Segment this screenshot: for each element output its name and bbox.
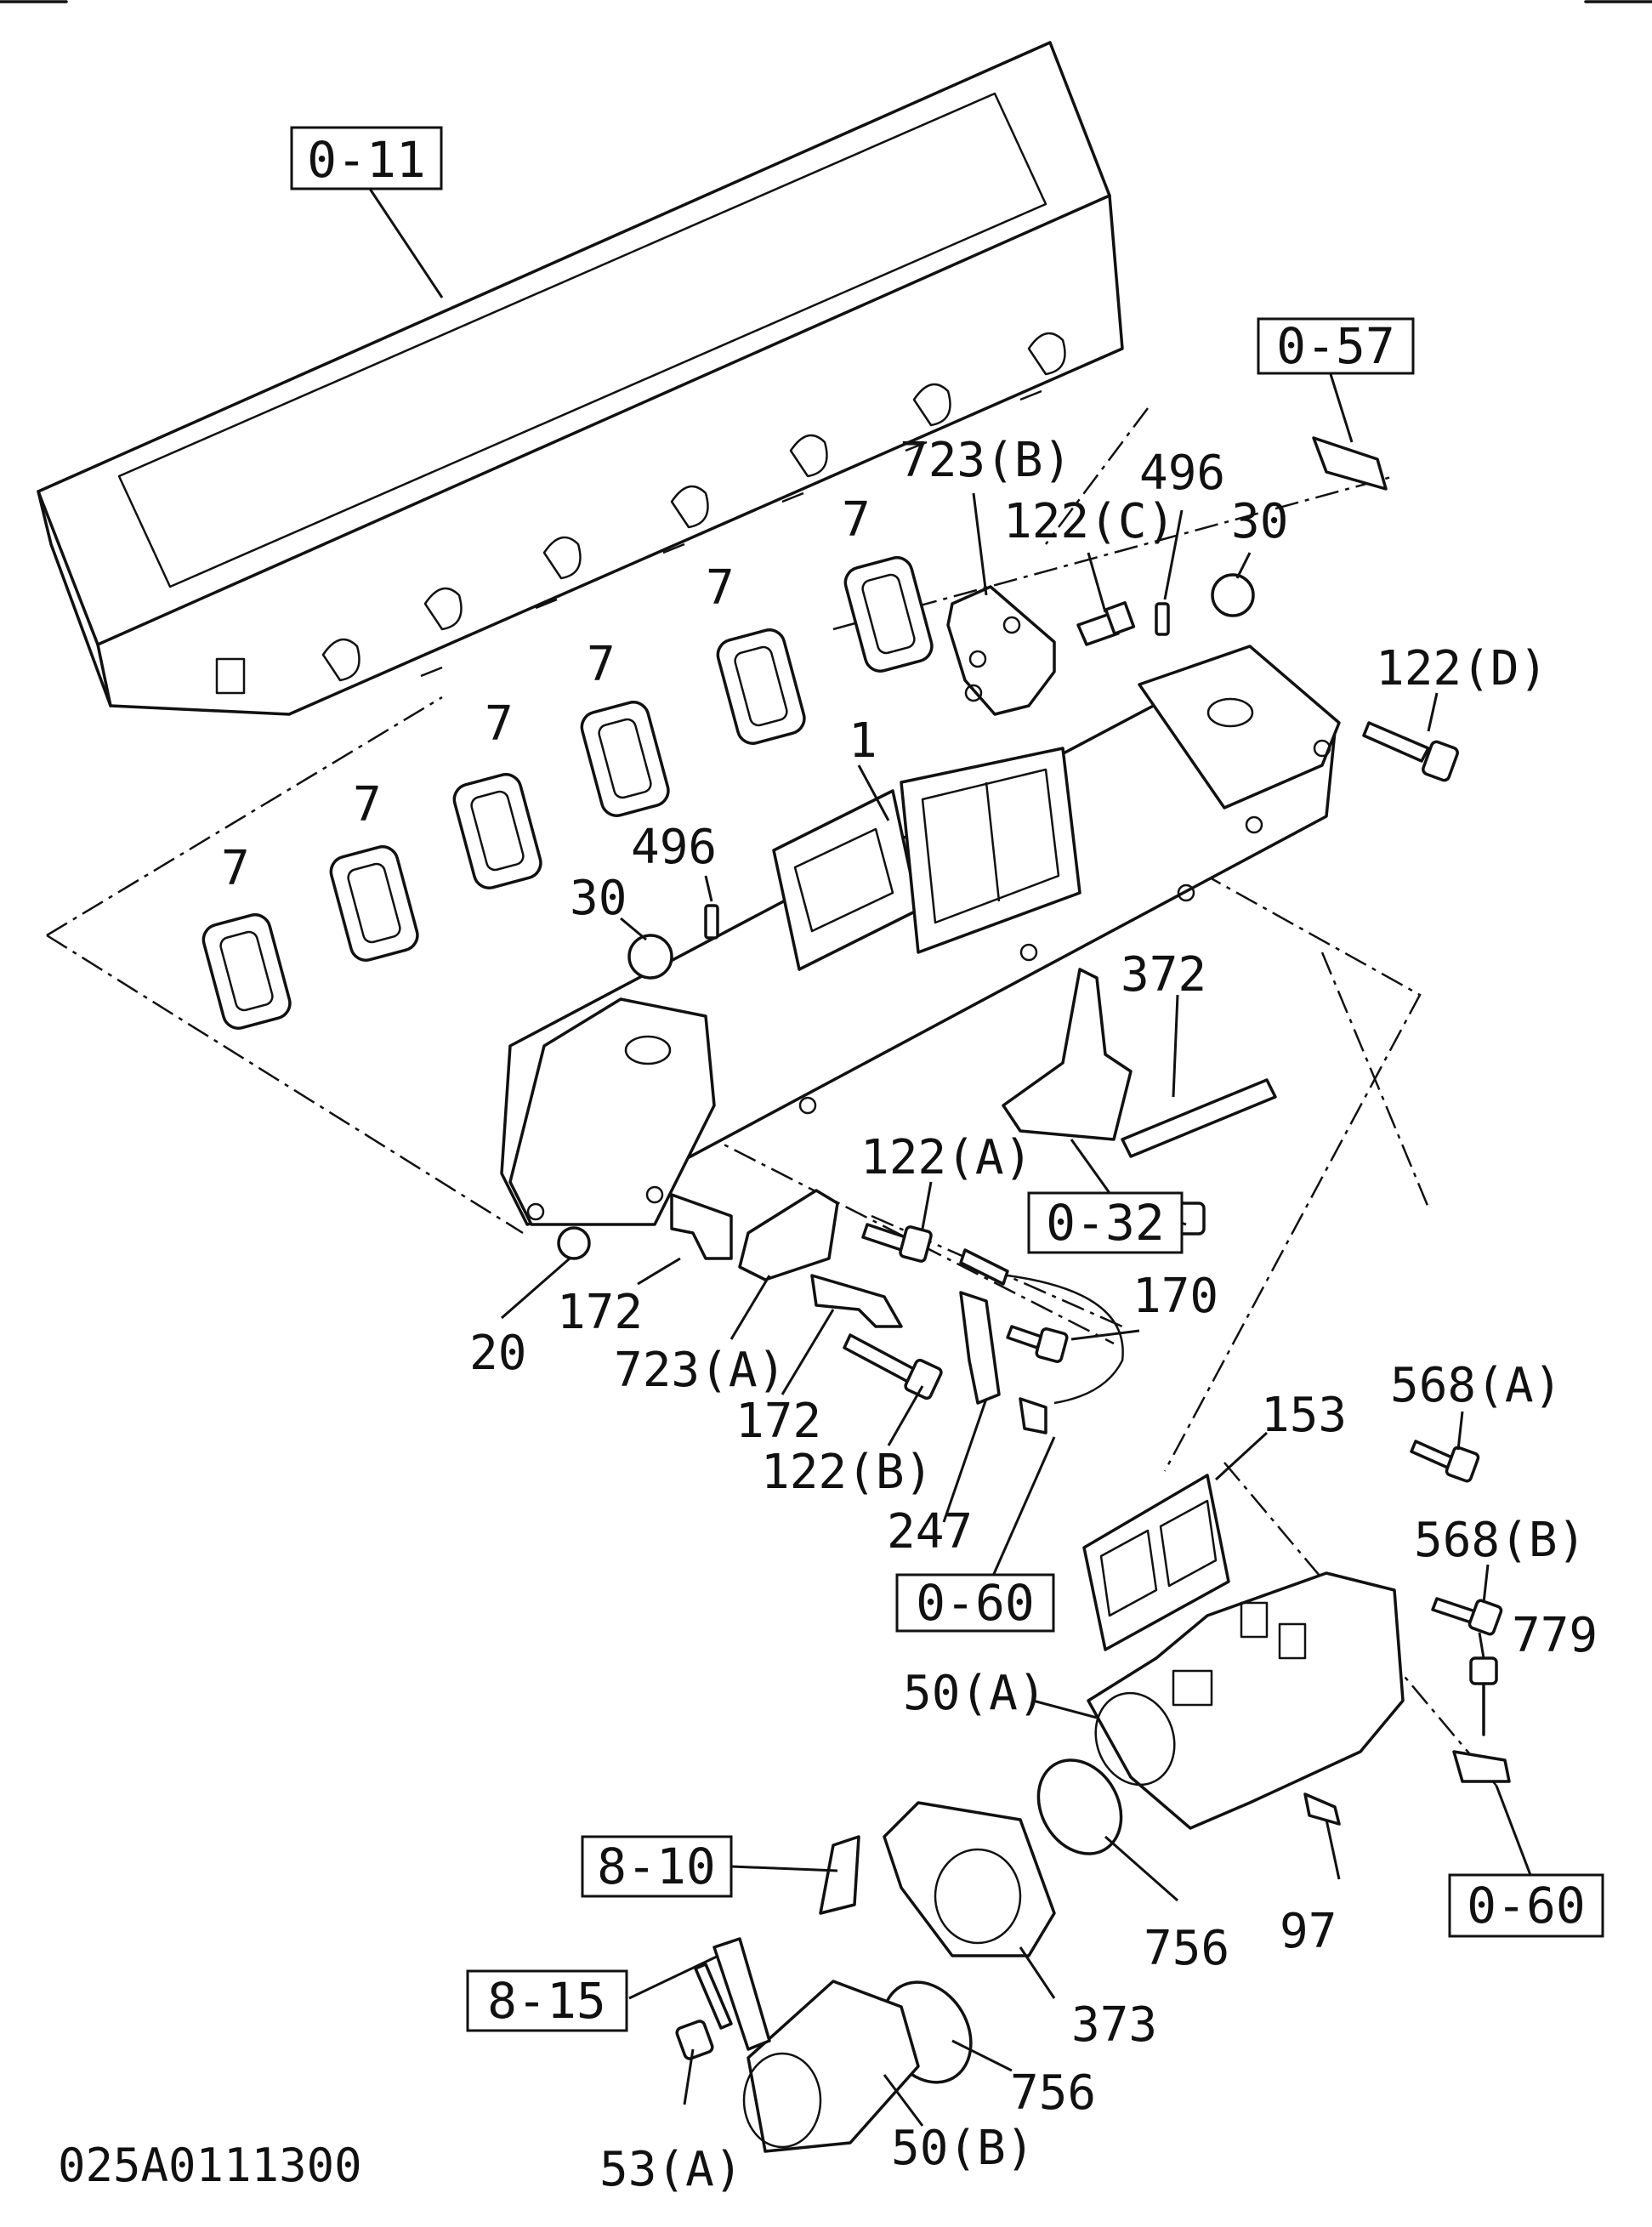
small-parts	[557, 436, 1388, 1260]
callout-568b: 568(B)	[1414, 1513, 1586, 1568]
bolt-568b	[1431, 1597, 1503, 1636]
callout-7-d: 7	[587, 637, 616, 692]
bracket-172-a	[670, 1193, 733, 1260]
callout-172-a: 172	[557, 1285, 643, 1340]
gasket-7-f	[843, 556, 934, 673]
cap-30-lower	[627, 934, 673, 980]
gasket-7-b	[329, 845, 419, 962]
callout-1: 1	[849, 713, 877, 769]
throttle-373	[883, 1801, 1056, 1957]
ref-box-0-60-upper[interactable]: 0-60	[895, 1573, 1055, 1633]
callout-7-f: 7	[842, 492, 871, 548]
cap-30-upper	[1211, 573, 1255, 617]
clip-8-10	[819, 1835, 860, 1915]
bolts	[675, 601, 1503, 2060]
callout-372: 372	[1121, 947, 1206, 1003]
pin-496-upper	[1155, 602, 1170, 636]
bolt-53a	[675, 1963, 733, 2060]
ref-label: 0-32	[1046, 1194, 1165, 1252]
throttle-assembly	[712, 1474, 1511, 2153]
clip-8-15	[712, 1937, 771, 2051]
intake-manifold-1	[500, 645, 1341, 1226]
bolt-122b	[843, 1333, 943, 1400]
nut-20	[557, 1226, 591, 1260]
callout-7-e: 7	[706, 560, 735, 616]
sensor-97	[1303, 1792, 1341, 1826]
oring-756-a	[1036, 1758, 1123, 1855]
bolt-122d	[1362, 721, 1459, 782]
callout-172-b: 172	[735, 1394, 821, 1449]
callout-247: 247	[887, 1504, 973, 1559]
callout-122c: 122(C)	[1003, 494, 1175, 549]
bracket-247	[959, 1291, 1001, 1405]
callout-373: 373	[1071, 1997, 1157, 2053]
callout-170: 170	[1133, 1269, 1218, 1324]
pipe-50b	[747, 1980, 920, 2153]
ref-label: 0-60	[916, 1574, 1035, 1632]
callout-53a: 53(A)	[599, 2142, 743, 2197]
ref-label: 8-15	[487, 1972, 606, 2030]
ref-box-0-11[interactable]: 0-11	[290, 126, 443, 190]
connector-0-57	[1312, 436, 1388, 491]
gasket-7-c	[452, 773, 542, 889]
gaskets-7	[202, 556, 934, 1030]
callout-7-c: 7	[485, 696, 514, 752]
gasket-7-e	[716, 628, 806, 745]
callout-20: 20	[469, 1326, 526, 1381]
ref-box-8-15[interactable]: 8-15	[466, 1969, 628, 2032]
ref-box-8-10[interactable]: 8-10	[581, 1835, 733, 1898]
gasket-7-d	[580, 701, 670, 817]
callout-50a: 50(A)	[903, 1666, 1047, 1721]
callout-779: 779	[1512, 1608, 1598, 1663]
ref-label: 0-57	[1276, 317, 1395, 375]
callout-122a: 122(A)	[860, 1130, 1032, 1185]
callout-723b: 723(B)	[900, 433, 1071, 488]
sensor-779	[1452, 1750, 1511, 1783]
ref-label: 0-60	[1467, 1877, 1586, 1934]
callout-50b: 50(B)	[891, 2121, 1035, 2176]
ref-box-0-60-lower[interactable]: 0-60	[1448, 1873, 1604, 1938]
bolt-568a	[1410, 1440, 1480, 1483]
diagram-code: 025A0111300	[58, 2139, 362, 2192]
gasket-153	[1082, 1474, 1230, 1651]
bolt-170	[1006, 1325, 1069, 1363]
callout-122d: 122(D)	[1376, 641, 1547, 696]
bolt-122c	[1076, 601, 1136, 646]
plate-372	[1121, 1078, 1277, 1158]
callout-30-top: 30	[1231, 494, 1288, 549]
callout-7-b: 7	[353, 777, 382, 832]
leader-lines	[368, 188, 1532, 2127]
callout-756-a: 756	[1144, 1921, 1229, 1976]
ref-label: 0-11	[307, 131, 426, 189]
gasket-7-a	[202, 913, 292, 1030]
bolt-122a	[861, 1223, 933, 1263]
bolt-779	[1469, 1656, 1498, 1736]
ref-box-0-32[interactable]: 0-32	[1027, 1191, 1184, 1254]
brackets	[670, 968, 1277, 1405]
callout-496-low: 496	[631, 820, 717, 875]
ref-label: 8-10	[597, 1838, 716, 1895]
cylinder-head	[37, 41, 1124, 716]
bracket-723a	[738, 1189, 839, 1281]
pin-496-lower	[704, 904, 719, 940]
bracket-172-b	[810, 1274, 903, 1328]
callout-153: 153	[1261, 1388, 1347, 1443]
callout-568a: 568(A)	[1390, 1358, 1562, 1413]
callout-756-b: 756	[1010, 2065, 1096, 2121]
callout-7-a: 7	[221, 841, 250, 896]
callout-496-top: 496	[1139, 446, 1225, 501]
callout-97: 97	[1280, 1904, 1337, 1959]
bracket-723b	[946, 585, 1056, 716]
callout-30-low: 30	[570, 871, 627, 926]
housing-50a	[1087, 1571, 1405, 1830]
sensor-170	[959, 1248, 1124, 1434]
bracket-372	[1002, 968, 1133, 1141]
ref-box-0-57[interactable]: 0-57	[1257, 317, 1415, 375]
callout-723a: 723(A)	[614, 1343, 786, 1398]
callout-labels: 723(B) 122(C) 496 30 122(D) 7 7 7 7 7 7 …	[221, 433, 1598, 2197]
callout-122b: 122(B)	[761, 1445, 933, 1500]
